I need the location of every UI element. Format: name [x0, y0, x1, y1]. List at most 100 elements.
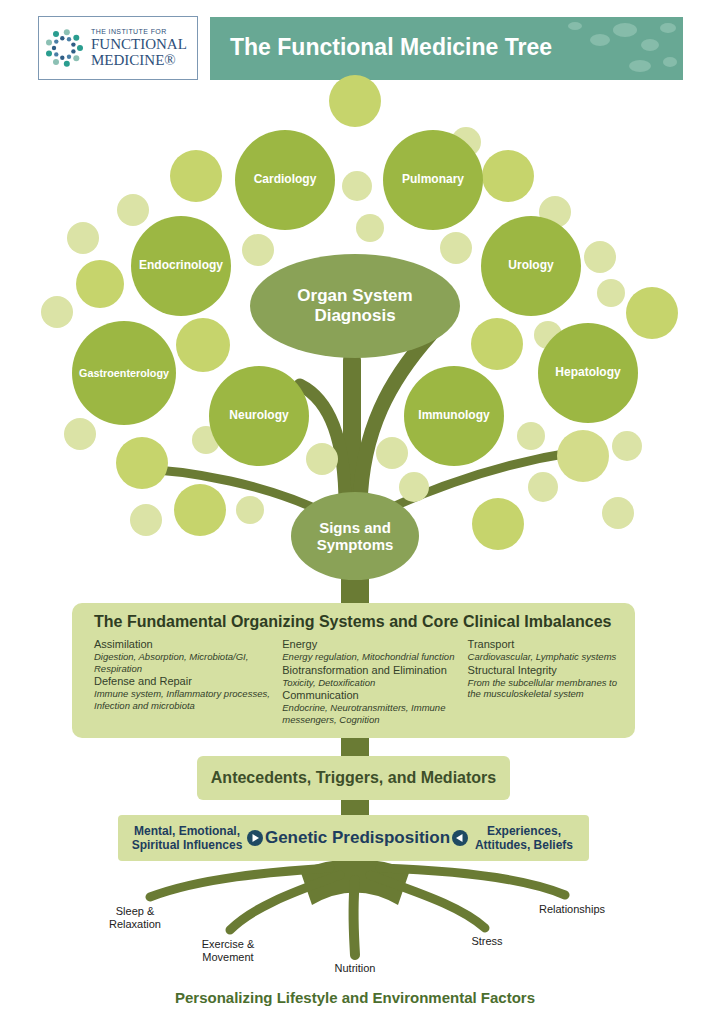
leaf-circle — [76, 260, 124, 308]
logo-dot — [54, 52, 58, 56]
logo-dot — [64, 61, 70, 67]
specialty-name: Endocrinology — [139, 259, 223, 273]
stage-name: Organ System Diagnosis — [280, 286, 430, 325]
logo-dot — [77, 45, 83, 51]
specialty-name: Gastroenterology — [79, 367, 169, 379]
logo-dot — [73, 55, 79, 61]
leaf-circle — [528, 472, 558, 502]
system-detail: From the subcellular membranes to the mu… — [468, 677, 617, 700]
logo-dot — [67, 55, 71, 59]
logo-dot — [46, 40, 52, 46]
logo-dot — [53, 31, 59, 37]
leaf-circle — [242, 234, 274, 266]
leaf-circle — [440, 232, 472, 264]
banner-leaf — [568, 22, 582, 30]
footer-caption: Personalizing Lifestyle and Environmenta… — [0, 989, 710, 1006]
box-column: EnergyEnergy regulation, Mitochondrial f… — [282, 637, 461, 725]
leaf-circle — [116, 437, 168, 489]
arrow-circle — [247, 830, 263, 846]
specialty-name: Immunology — [418, 409, 489, 423]
leaf-circle — [399, 472, 429, 502]
leaf-circle — [612, 431, 642, 461]
specialty-name: Neurology — [229, 409, 288, 423]
system-name: Communication — [282, 689, 461, 702]
specialty-circle: Neurology — [209, 366, 309, 466]
page-title: The Functional Medicine Tree — [230, 34, 552, 61]
title-banner — [210, 17, 683, 80]
leaf-circle — [329, 75, 381, 127]
box-heading: Antecedents, Triggers, and Mediators — [211, 769, 496, 787]
stage-name: Signs and Symptoms — [305, 519, 405, 554]
leaf-circle — [376, 437, 408, 469]
banner-leaf — [663, 57, 677, 67]
specialty-circle: Urology — [481, 216, 581, 316]
imbalance-box: Antecedents, Triggers, and Mediators — [197, 756, 510, 800]
logo-dot — [71, 49, 75, 53]
root — [230, 875, 340, 930]
arrow-icon — [451, 829, 469, 847]
system-detail: Immune system, Inflammatory processes, I… — [94, 688, 276, 711]
influence-text: Experiences, Attitudes, Beliefs — [469, 824, 579, 853]
influence-band: Mental, Emotional, Spiritual Influences G… — [118, 815, 589, 861]
leaf-circle — [482, 150, 534, 202]
root — [353, 880, 355, 955]
system-name: Defense and Repair — [94, 675, 276, 688]
logo-dot — [71, 42, 75, 46]
root-label: Exercise & Movement — [191, 938, 265, 964]
leaf-circle — [517, 422, 545, 450]
leaf-circle — [170, 150, 222, 202]
arrow-head — [456, 834, 463, 842]
logo-dot — [73, 35, 79, 41]
logo-dot — [60, 36, 64, 40]
leaf-circle — [557, 430, 609, 482]
box-columns: AssimilationDigestion, Absorption, Micro… — [94, 637, 617, 725]
logo-name: FUNCTIONAL MEDICINE® — [91, 37, 191, 69]
banner-leaf — [590, 34, 610, 46]
leaf-circle — [584, 241, 616, 273]
logo-dot — [64, 29, 70, 35]
banner-pattern — [568, 22, 677, 72]
system-detail: Digestion, Absorption, Microbiota/GI, Re… — [94, 651, 276, 674]
system-detail: Toxicity, Detoxification — [282, 677, 461, 688]
root-label: Relationships — [522, 903, 622, 916]
leaf-circle — [342, 171, 372, 201]
system-name: Transport — [468, 638, 617, 651]
specialty-circle: Immunology — [404, 366, 504, 466]
leaf-circle — [67, 222, 99, 254]
leaf-circle — [626, 287, 678, 339]
root — [370, 875, 485, 928]
box-column: AssimilationDigestion, Absorption, Micro… — [94, 637, 276, 725]
arrow-head — [253, 834, 260, 842]
specialty-circle: Pulmonary — [383, 130, 483, 230]
system-name: Structural Integrity — [468, 664, 617, 677]
leaf-circle — [356, 214, 384, 242]
logo-dot — [67, 37, 71, 41]
influence-text: Mental, Emotional, Spiritual Influences — [128, 824, 246, 853]
system-detail: Endocrine, Neurotransmitters, Immune mes… — [282, 702, 461, 725]
specialty-circle: Cardiology — [235, 130, 335, 230]
arrow-icon — [246, 829, 264, 847]
specialty-name: Pulmonary — [402, 173, 464, 187]
leaf-circle — [472, 498, 524, 550]
stage-oval: Signs and Symptoms — [291, 492, 419, 580]
banner-leaf — [660, 23, 676, 33]
leaf-circle — [174, 484, 226, 536]
logo-box: THE INSTITUTE FORFUNCTIONAL MEDICINE® — [38, 16, 198, 80]
leaf-circles — [41, 75, 678, 550]
leaf-circle — [130, 504, 162, 536]
specialty-circle: Gastroenterology — [72, 321, 176, 425]
logo-dot — [52, 46, 56, 50]
leaf-circle — [117, 194, 149, 226]
leaf-circle — [41, 296, 73, 328]
imbalance-box: The Fundamental Organizing Systems and C… — [72, 603, 635, 738]
banner-leaf — [629, 60, 651, 72]
stage-oval: Organ System Diagnosis — [250, 254, 460, 358]
logo-dot — [54, 39, 58, 43]
root — [380, 868, 565, 895]
box-column: TransportCardiovascular, Lymphatic syste… — [468, 637, 617, 725]
system-detail: Cardiovascular, Lymphatic systems — [468, 651, 617, 662]
box-heading: The Fundamental Organizing Systems and C… — [94, 613, 617, 631]
specialty-name: Hepatology — [555, 366, 620, 380]
band-heading: Genetic Predisposition — [265, 828, 450, 848]
logo-icon — [46, 29, 83, 67]
